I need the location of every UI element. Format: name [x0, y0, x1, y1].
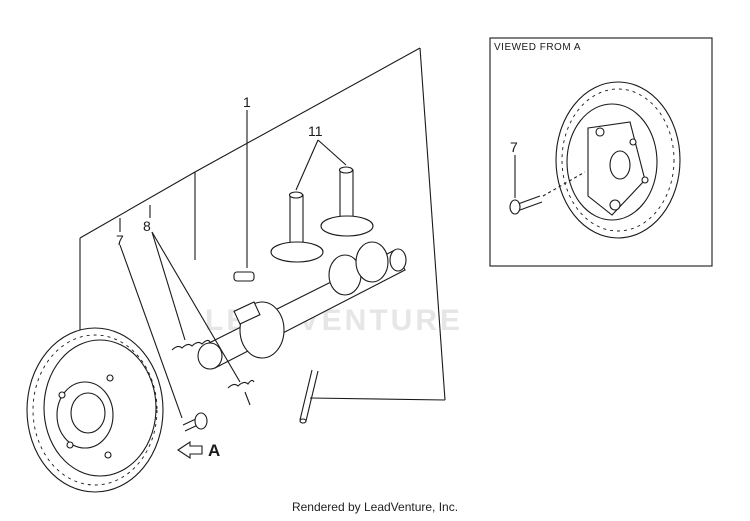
callout-1: 1: [243, 94, 251, 110]
inset-frame: [489, 37, 713, 267]
assembly-outline: [79, 47, 446, 401]
governor-spring: [171, 339, 255, 406]
gear-bolt: [182, 412, 208, 432]
view-arrow-label: A: [208, 441, 220, 460]
camshaft: [197, 241, 407, 370]
inset-view: VIEWED FROM A 7: [489, 37, 713, 267]
footer-credit: Rendered by LeadVenture, Inc.: [291, 500, 459, 514]
view-arrow-a: A: [177, 440, 220, 460]
inset-bolt: [509, 171, 586, 215]
callout-7: 7: [116, 232, 124, 248]
leader-lines: [119, 110, 347, 419]
callout-11: 11: [308, 123, 323, 139]
cam-pin: [299, 369, 319, 424]
tappet-left: [270, 191, 324, 263]
inset-title: VIEWED FROM A: [494, 42, 581, 53]
cam-gear: [26, 327, 164, 493]
inset-cam-gear: [555, 81, 681, 239]
callout-8: 8: [143, 218, 151, 234]
inset-callout-7: 7: [510, 139, 518, 155]
tappet-right: [320, 166, 374, 237]
woodruff-key: [233, 271, 255, 282]
